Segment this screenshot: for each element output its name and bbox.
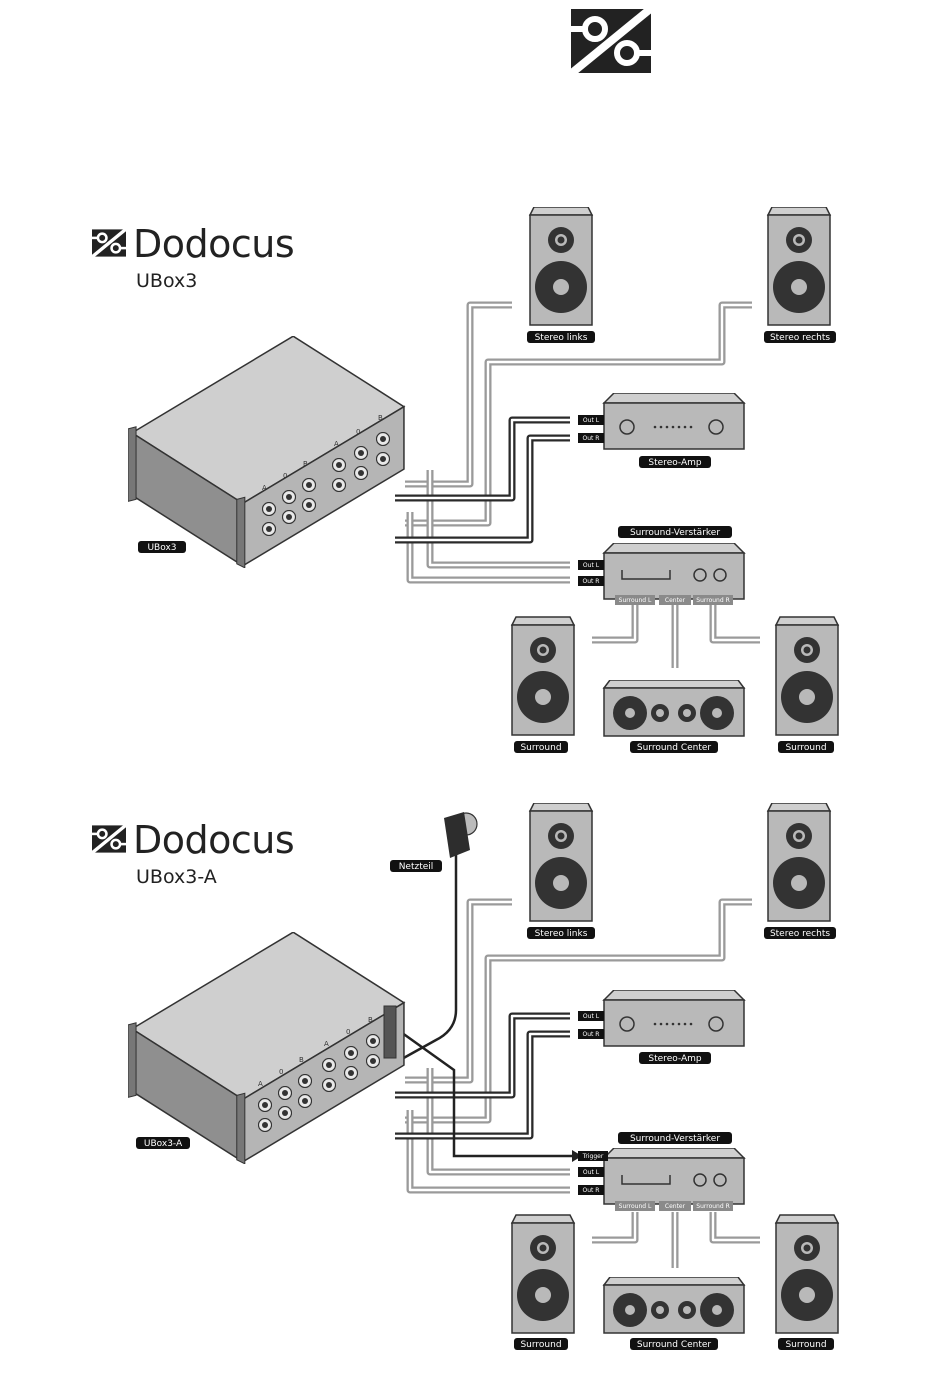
svg-text:Surround: Surround bbox=[520, 1340, 561, 1350]
dodocus-symbol-icon bbox=[567, 5, 655, 77]
svg-text:Surround L: Surround L bbox=[619, 1203, 652, 1210]
speaker-surround-left: Surround bbox=[511, 616, 575, 753]
brand-header: Dodocus UBox3 bbox=[92, 222, 295, 292]
diagram-ubox3-a: Dodocus UBox3-A Netzteil bbox=[92, 803, 839, 1350]
svg-text:Center: Center bbox=[665, 597, 686, 604]
svg-text:B: B bbox=[378, 414, 383, 422]
svg-text:UBox3-A: UBox3-A bbox=[144, 1139, 183, 1149]
svg-text:Surround L: Surround L bbox=[619, 597, 652, 604]
ubox3-device: A 0 B A 0 B bbox=[128, 336, 405, 568]
stereo-amp-label: Stereo-Amp bbox=[648, 458, 701, 468]
surround-receiver: Surround-Verstärker Trigger Out L Out R … bbox=[578, 1132, 745, 1211]
panel-letters: A 0 B A 0 B bbox=[258, 1016, 373, 1088]
svg-text:Out R: Out R bbox=[583, 578, 600, 585]
svg-text:Surround R: Surround R bbox=[696, 1203, 729, 1210]
cables-stereo bbox=[405, 301, 752, 584]
box-tag: UBox3-A bbox=[136, 1137, 190, 1149]
svg-text:Out L: Out L bbox=[583, 417, 600, 424]
svg-text:B: B bbox=[299, 1056, 304, 1064]
svg-text:A: A bbox=[334, 440, 339, 448]
speaker-stereo-left-label: Stereo links bbox=[535, 333, 588, 343]
svg-text:Surround: Surround bbox=[785, 743, 826, 753]
speaker-stereo-right: Stereo rechts bbox=[764, 803, 836, 939]
svg-text:Center: Center bbox=[665, 1203, 686, 1210]
speaker-surround-left: Surround bbox=[511, 1214, 575, 1350]
svg-text:Out R: Out R bbox=[583, 1031, 600, 1038]
svg-text:Stereo rechts: Stereo rechts bbox=[770, 929, 830, 939]
panel-letters: A 0 B A 0 B bbox=[262, 414, 383, 492]
svg-text:Out L: Out L bbox=[583, 1169, 600, 1176]
svg-text:A: A bbox=[324, 1040, 329, 1048]
svg-text:A: A bbox=[258, 1080, 263, 1088]
power-supply-label: Netzteil bbox=[399, 862, 434, 872]
speaker-stereo-right: Stereo rechts bbox=[764, 207, 836, 343]
stereo-amp: Out L Out R Stereo-Amp bbox=[578, 990, 745, 1064]
brand-name: Dodocus bbox=[133, 818, 294, 862]
svg-text:Surround R: Surround R bbox=[696, 597, 729, 604]
svg-text:Surround-Verstärker: Surround-Verstärker bbox=[630, 1134, 720, 1144]
cables-surround bbox=[592, 1212, 760, 1268]
svg-text:Trigger: Trigger bbox=[582, 1153, 604, 1160]
svg-text:B: B bbox=[303, 460, 308, 468]
svg-text:Surround Center: Surround Center bbox=[637, 1340, 712, 1350]
svg-text:Surround: Surround bbox=[785, 1340, 826, 1350]
speaker-stereo-left: Stereo links bbox=[527, 803, 595, 939]
brand-name: Dodocus bbox=[133, 222, 294, 266]
svg-text:Surround: Surround bbox=[520, 743, 561, 753]
surround-receiver-label: Surround-Verstärker bbox=[630, 528, 720, 538]
svg-text:0: 0 bbox=[279, 1068, 283, 1076]
svg-text:UBox3: UBox3 bbox=[147, 543, 176, 553]
brand-header: Dodocus UBox3-A bbox=[92, 818, 295, 888]
speaker-surround-right: Surround bbox=[775, 616, 839, 753]
svg-text:Out L: Out L bbox=[583, 562, 600, 569]
dodocus-logo-icon bbox=[92, 228, 126, 258]
svg-text:0: 0 bbox=[356, 428, 360, 436]
model-name: UBox3 bbox=[136, 270, 197, 292]
cable-trigger bbox=[397, 1028, 582, 1162]
dodocus-logo-icon bbox=[92, 824, 126, 854]
diagram-ubox3: Dodocus UBox3 bbox=[92, 207, 839, 753]
ubox3-a-device: A 0 B A 0 B bbox=[128, 932, 405, 1164]
speaker-stereo-right-label: Stereo rechts bbox=[770, 333, 830, 343]
svg-text:Out R: Out R bbox=[583, 1187, 600, 1194]
svg-text:0: 0 bbox=[346, 1028, 350, 1036]
svg-text:A: A bbox=[262, 484, 267, 492]
svg-text:0: 0 bbox=[283, 472, 287, 480]
cables-surround bbox=[592, 605, 760, 668]
speaker-stereo-left: Stereo links bbox=[527, 207, 595, 343]
speaker-surround-center: Surround Center bbox=[603, 680, 745, 753]
speaker-surround-right: Surround bbox=[775, 1214, 839, 1350]
cables-stereo bbox=[405, 898, 752, 1194]
svg-text:B: B bbox=[368, 1016, 373, 1024]
speaker-surround-center: Surround Center bbox=[603, 1277, 745, 1350]
cables-amp bbox=[395, 416, 570, 544]
surround-receiver: Surround-Verstärker Out L Out R Surround… bbox=[578, 526, 745, 605]
svg-text:Stereo-Amp: Stereo-Amp bbox=[648, 1054, 701, 1064]
power-supply: Netzteil bbox=[390, 812, 478, 1062]
stereo-amp: Out L Out R Stereo-Amp bbox=[578, 393, 745, 468]
svg-text:Out R: Out R bbox=[583, 435, 600, 442]
svg-text:Stereo links: Stereo links bbox=[535, 929, 588, 939]
svg-text:Out L: Out L bbox=[583, 1013, 600, 1020]
panel-jacks bbox=[258, 1005, 397, 1132]
model-name: UBox3-A bbox=[136, 866, 217, 888]
box-tag: UBox3 bbox=[138, 541, 186, 553]
svg-text:Surround Center: Surround Center bbox=[637, 743, 712, 753]
